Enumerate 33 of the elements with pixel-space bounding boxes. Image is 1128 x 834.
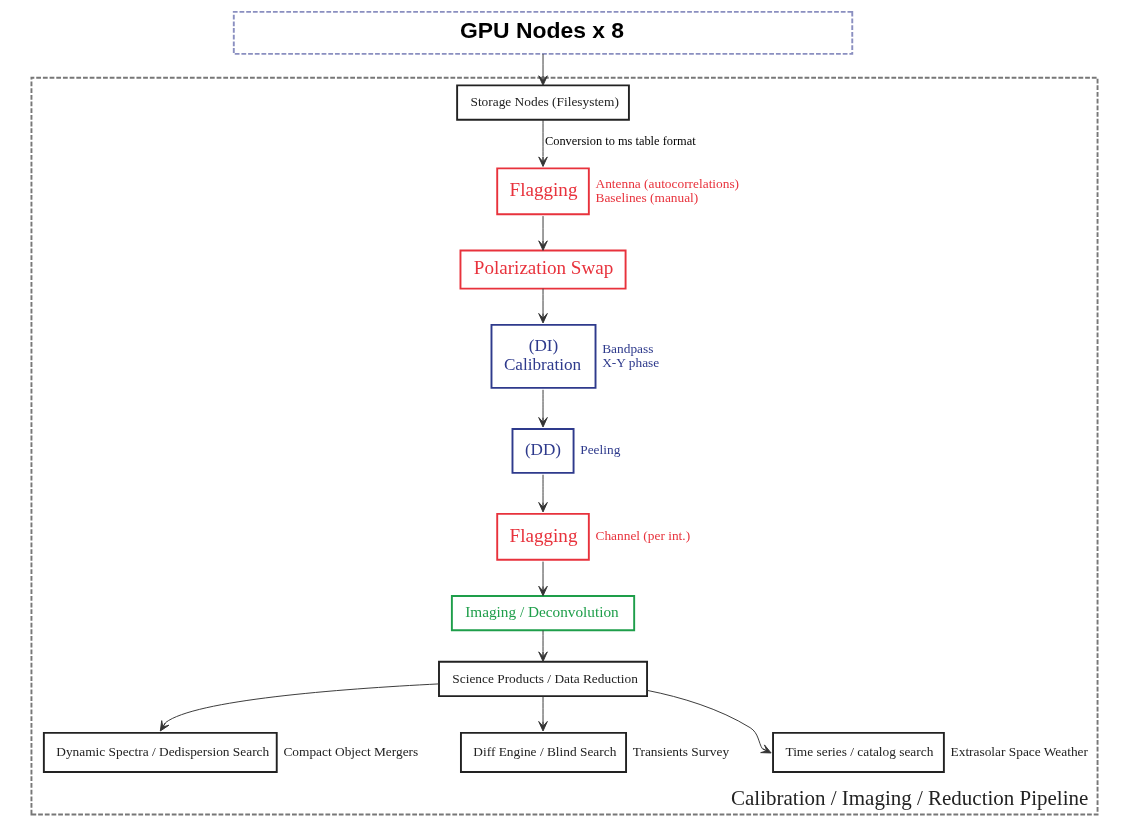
node-label: Compact Object Mergers: [282, 744, 418, 760]
arrow: [537, 288, 548, 324]
node-box: Imaging / Deconvolution: [450, 595, 635, 632]
arrow: [537, 53, 548, 86]
arrow: [537, 215, 548, 251]
arrow: [537, 389, 548, 428]
arrow: [537, 119, 548, 167]
node-label: Extrasolar Space Weather: [950, 744, 1088, 760]
node-label: Bandpass: [601, 340, 653, 356]
node-box: Polarization Swap: [459, 249, 627, 290]
node-label: Channel (per int.): [595, 528, 690, 544]
arrow: [537, 630, 548, 662]
node-box: (DD): [511, 427, 575, 474]
node-box: Flagging: [495, 167, 590, 216]
node-box: Diff Engine / Blind Search: [459, 731, 627, 773]
node-label: Peeling: [579, 442, 620, 458]
arrow: [646, 689, 772, 754]
edge-label: Conversion to ms table format: [544, 133, 696, 148]
node-label: Antenna (autocorrelations): [595, 175, 739, 191]
node-box: Science Products / Data Reduction: [437, 660, 648, 698]
node-box: (DI) Calibration: [490, 323, 596, 389]
node-label: X-Y phase: [601, 355, 659, 371]
node-label: Baselines (manual): [595, 189, 698, 205]
arrow: [159, 683, 439, 732]
arrow: [537, 696, 548, 732]
node-box: Time series / catalog search: [771, 731, 945, 773]
node-box: Flagging: [495, 512, 590, 561]
arrow: [537, 561, 548, 597]
arrow: [537, 474, 548, 513]
node-box: GPU Nodes x 8: [232, 10, 853, 55]
node-box: Storage Nodes (Filesystem): [455, 84, 630, 121]
node-label: Transients Survey: [632, 744, 729, 760]
node-box: Dynamic Spectra / Dedispersion Search: [42, 731, 278, 773]
